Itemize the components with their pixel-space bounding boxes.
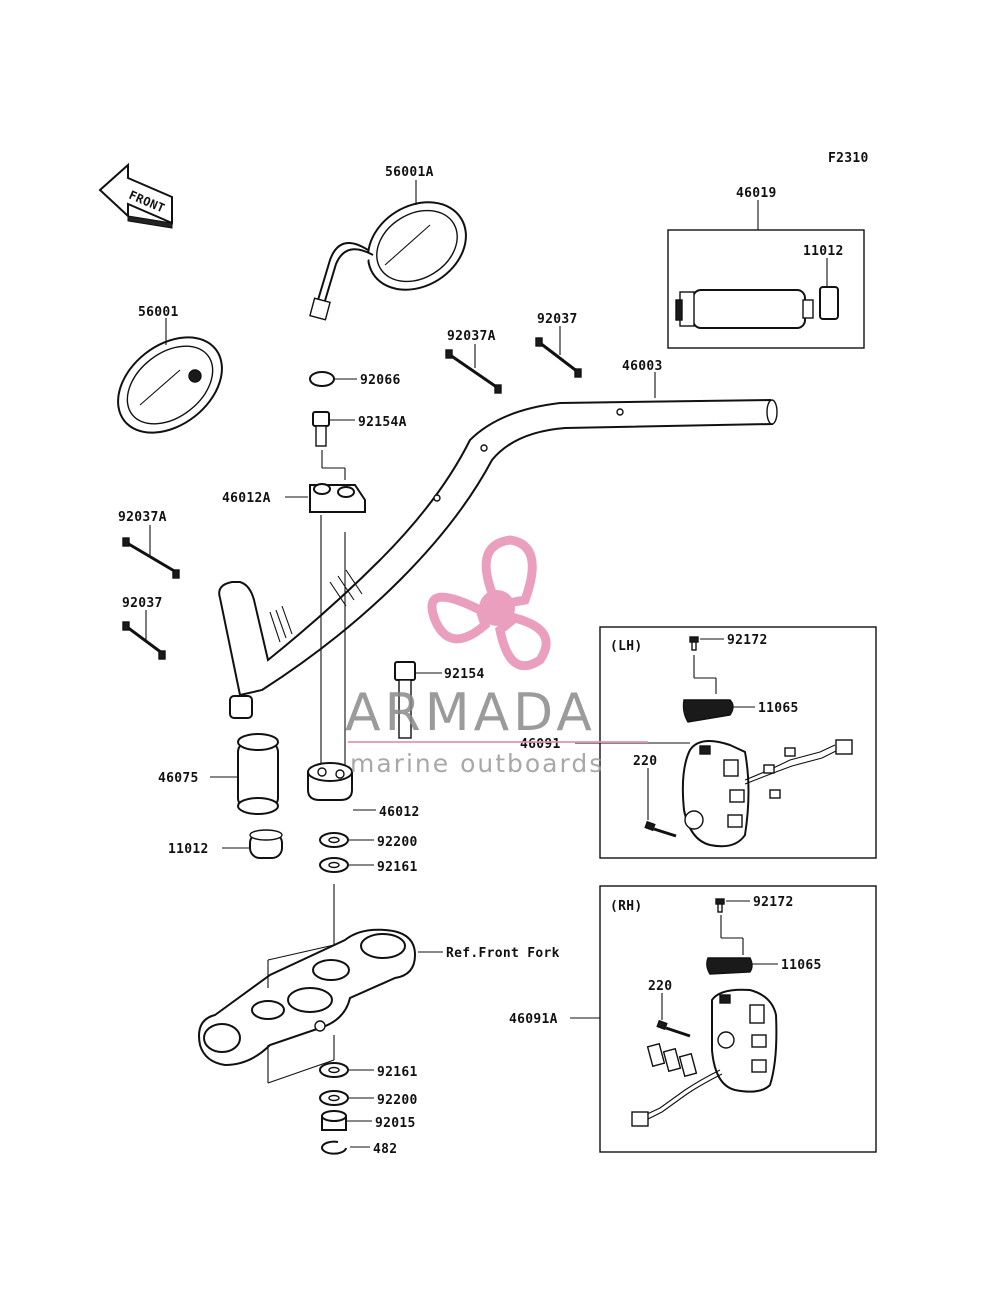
- label-92015: 92015: [375, 1116, 416, 1131]
- label-92037A-top: 92037A: [447, 329, 496, 344]
- rh-handlebar-switch: [631, 988, 778, 1127]
- label-46003: 46003: [622, 359, 663, 374]
- label-56001: 56001: [138, 305, 179, 320]
- label-46012A: 46012A: [222, 491, 271, 506]
- label-482: 482: [373, 1142, 397, 1157]
- upper-fork-bracket: [198, 928, 417, 1067]
- label-56001A: 56001A: [385, 165, 434, 180]
- circlip-482: [321, 1140, 347, 1155]
- screw-92172-rh: [715, 898, 725, 913]
- upper-holder: [309, 483, 366, 513]
- label-92037A-left: 92037A: [118, 510, 167, 525]
- label-92154: 92154: [444, 667, 485, 682]
- screw-220-rh: [656, 1019, 691, 1038]
- label-11065-rh: 11065: [781, 958, 822, 973]
- screw-220-lh: [644, 820, 677, 838]
- label-220-rh: 220: [648, 979, 672, 994]
- cable-tie-92037-top: [535, 337, 582, 378]
- label-46091A: 46091A: [509, 1012, 558, 1027]
- label-92200-top: 92200: [377, 835, 418, 850]
- label-92172-lh: 92172: [727, 633, 768, 648]
- mirror-right: [309, 201, 467, 321]
- label-11012-left: 11012: [168, 842, 209, 857]
- screw-92172-lh: [689, 636, 699, 651]
- lh-handlebar-switch: [681, 739, 853, 848]
- reference-front-fork: Ref.Front Fork: [446, 946, 560, 961]
- lh-tag: (LH): [610, 639, 643, 654]
- watermark-title: ARMADA: [345, 683, 596, 743]
- watermark-subtitle: marine outboards: [350, 749, 604, 778]
- bolt-92154: [394, 661, 416, 739]
- label-11065-lh: 11065: [758, 701, 799, 716]
- mirror-left: [117, 336, 223, 434]
- label-220-lh: 220: [633, 754, 657, 769]
- cable-tie-92037A-left: [122, 537, 180, 579]
- left-grip: [237, 733, 279, 815]
- figure-code: F2310: [828, 151, 869, 166]
- cable-tie-92037-left: [122, 621, 166, 660]
- label-46019: 46019: [736, 186, 777, 201]
- label-92154A: 92154A: [358, 415, 407, 430]
- label-46091: 46091: [520, 737, 561, 752]
- nut-92015: [321, 1110, 347, 1131]
- bolt-cap: [309, 371, 335, 387]
- label-92037-left: 92037: [122, 596, 163, 611]
- grip-end-cap-top: [819, 286, 839, 320]
- label-92161-top: 92161: [377, 860, 418, 875]
- label-92161-bottom: 92161: [377, 1065, 418, 1080]
- label-92037-top: 92037: [537, 312, 578, 327]
- rh-tag: (RH): [610, 899, 643, 914]
- label-46012: 46012: [379, 805, 420, 820]
- cover-11065-rh: [706, 957, 753, 975]
- cover-11065-lh: [682, 699, 734, 723]
- label-92172-rh: 92172: [753, 895, 794, 910]
- propeller-logo-icon: [427, 535, 551, 671]
- label-92200-bottom: 92200: [377, 1093, 418, 1108]
- label-11012-top: 11012: [803, 244, 844, 259]
- throttle-grip: [675, 289, 814, 329]
- rh-switch-box: [599, 885, 877, 1153]
- handlebar: [218, 398, 778, 719]
- grip-kit-box: [667, 229, 865, 349]
- label-46075: 46075: [158, 771, 199, 786]
- grip-end-cap-left: [249, 829, 283, 859]
- label-92066: 92066: [360, 373, 401, 388]
- armada-watermark: ARMADA marine outboards: [345, 535, 648, 778]
- cable-tie-92037A-top: [445, 349, 502, 394]
- front-arrow-icon: FRONT: [98, 162, 173, 229]
- lower-holder: [307, 762, 353, 801]
- bolt-92154A: [312, 411, 330, 447]
